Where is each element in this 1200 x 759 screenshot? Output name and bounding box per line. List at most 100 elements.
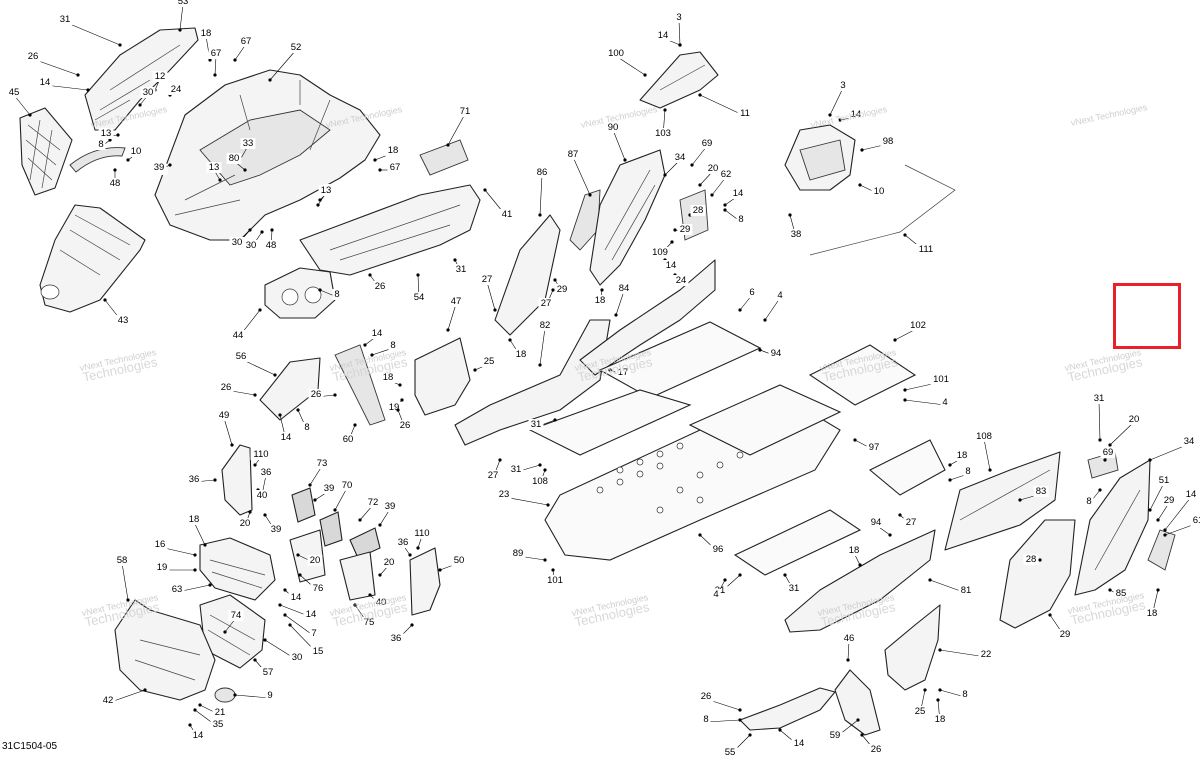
callout-31[interactable]: 31: [453, 258, 469, 275]
callout-46[interactable]: 46: [841, 633, 857, 662]
callout-13[interactable]: 13: [98, 128, 120, 139]
callout-30[interactable]: 30: [263, 638, 305, 663]
callout-110[interactable]: 110: [411, 528, 433, 550]
callout-24[interactable]: 24: [168, 84, 184, 97]
callout-73[interactable]: 73: [308, 458, 330, 487]
callout-26[interactable]: 26: [698, 691, 742, 712]
callout-102[interactable]: 102: [893, 320, 929, 342]
callout-36[interactable]: 36: [395, 537, 412, 557]
highlight-frame[interactable]: [1113, 283, 1181, 349]
callout-70[interactable]: 70: [333, 480, 355, 512]
callout-84[interactable]: 84: [614, 283, 632, 317]
callout-14[interactable]: 14: [278, 603, 319, 620]
callout-4[interactable]: 4: [711, 578, 727, 600]
callout-25[interactable]: 25: [912, 688, 928, 717]
callout-80[interactable]: 80: [226, 153, 247, 172]
callout-97[interactable]: 97: [853, 438, 882, 453]
callout-29[interactable]: 29: [553, 278, 570, 295]
callout-39[interactable]: 39: [263, 513, 284, 535]
callout-18[interactable]: 18: [846, 545, 862, 567]
callout-57[interactable]: 57: [253, 658, 276, 678]
callout-13[interactable]: 13: [316, 185, 334, 207]
callout-74[interactable]: 74: [223, 610, 244, 634]
callout-14[interactable]: 14: [37, 77, 90, 92]
callout-4[interactable]: 4: [903, 397, 950, 408]
callout-20[interactable]: 20: [698, 163, 721, 187]
callout-30[interactable]: 30: [138, 87, 156, 107]
callout-48[interactable]: 48: [263, 228, 279, 251]
callout-94[interactable]: 94: [758, 348, 784, 359]
callout-26[interactable]: 26: [368, 273, 388, 292]
callout-8[interactable]: 8: [296, 408, 312, 433]
callout-48[interactable]: 48: [107, 168, 123, 189]
callout-8[interactable]: 8: [701, 714, 742, 725]
callout-36[interactable]: 36: [388, 623, 414, 644]
callout-56[interactable]: 56: [233, 351, 277, 377]
callout-26[interactable]: 26: [860, 733, 884, 755]
callout-34[interactable]: 34: [663, 152, 688, 177]
callout-47[interactable]: 47: [446, 296, 464, 332]
callout-8[interactable]: 8: [96, 138, 112, 150]
callout-14[interactable]: 14: [283, 588, 304, 603]
callout-36[interactable]: 36: [186, 474, 217, 485]
callout-20[interactable]: 20: [378, 557, 397, 577]
callout-14[interactable]: 14: [723, 188, 746, 207]
callout-25[interactable]: 25: [473, 356, 497, 372]
callout-31[interactable]: 31: [1091, 393, 1107, 442]
callout-63[interactable]: 63: [169, 583, 212, 595]
callout-17[interactable]: 17: [608, 367, 631, 378]
callout-45[interactable]: 45: [6, 87, 32, 117]
callout-27[interactable]: 27: [538, 288, 555, 309]
callout-14[interactable]: 14: [663, 258, 679, 271]
callout-39[interactable]: 39: [313, 483, 337, 502]
callout-67[interactable]: 67: [233, 36, 254, 62]
callout-94[interactable]: 94: [868, 517, 892, 537]
callout-31[interactable]: 31: [783, 573, 802, 594]
callout-31[interactable]: 31: [528, 418, 557, 430]
callout-20[interactable]: 20: [237, 510, 253, 529]
callout-90[interactable]: 90: [605, 122, 627, 162]
callout-51[interactable]: 51: [1148, 475, 1172, 512]
callout-60[interactable]: 60: [340, 423, 357, 445]
callout-16[interactable]: 16: [152, 539, 197, 557]
callout-18[interactable]: 18: [932, 698, 948, 725]
callout-18[interactable]: 18: [948, 450, 970, 467]
callout-26[interactable]: 26: [218, 382, 257, 397]
callout-19[interactable]: 19: [386, 398, 404, 413]
callout-34[interactable]: 34: [1148, 436, 1197, 462]
callout-40[interactable]: 40: [254, 488, 270, 501]
callout-58[interactable]: 58: [114, 555, 130, 602]
callout-20[interactable]: 20: [1108, 414, 1142, 447]
callout-20[interactable]: 20: [296, 553, 323, 566]
callout-86[interactable]: 86: [534, 167, 550, 217]
callout-14[interactable]: 14: [278, 413, 294, 443]
callout-26[interactable]: 26: [25, 51, 80, 77]
callout-9[interactable]: 9: [233, 690, 275, 701]
callout-8[interactable]: 8: [723, 208, 746, 225]
callout-100[interactable]: 100: [605, 48, 647, 77]
callout-61[interactable]: 61: [1163, 515, 1200, 537]
callout-43[interactable]: 43: [103, 298, 131, 326]
callout-29[interactable]: 29: [673, 224, 693, 235]
callout-81[interactable]: 81: [928, 578, 974, 596]
callout-14[interactable]: 14: [655, 30, 682, 47]
callout-108[interactable]: 108: [973, 431, 995, 472]
callout-35[interactable]: 35: [193, 708, 226, 730]
callout-8[interactable]: 8: [1084, 488, 1102, 507]
callout-101[interactable]: 101: [903, 374, 952, 392]
callout-23[interactable]: 23: [496, 489, 550, 507]
callout-10[interactable]: 10: [126, 146, 144, 162]
callout-67[interactable]: 67: [378, 162, 403, 173]
callout-89[interactable]: 89: [510, 548, 547, 562]
callout-82[interactable]: 82: [537, 320, 553, 367]
callout-11[interactable]: 11: [698, 93, 753, 119]
callout-83[interactable]: 83: [1018, 486, 1049, 502]
callout-14[interactable]: 14: [363, 328, 385, 347]
callout-41[interactable]: 41: [483, 188, 515, 220]
callout-39[interactable]: 39: [378, 501, 398, 527]
callout-108[interactable]: 108: [529, 468, 551, 487]
callout-8[interactable]: 8: [318, 288, 342, 300]
callout-96[interactable]: 96: [698, 533, 726, 555]
callout-75[interactable]: 75: [353, 603, 377, 628]
callout-44[interactable]: 44: [230, 308, 262, 341]
